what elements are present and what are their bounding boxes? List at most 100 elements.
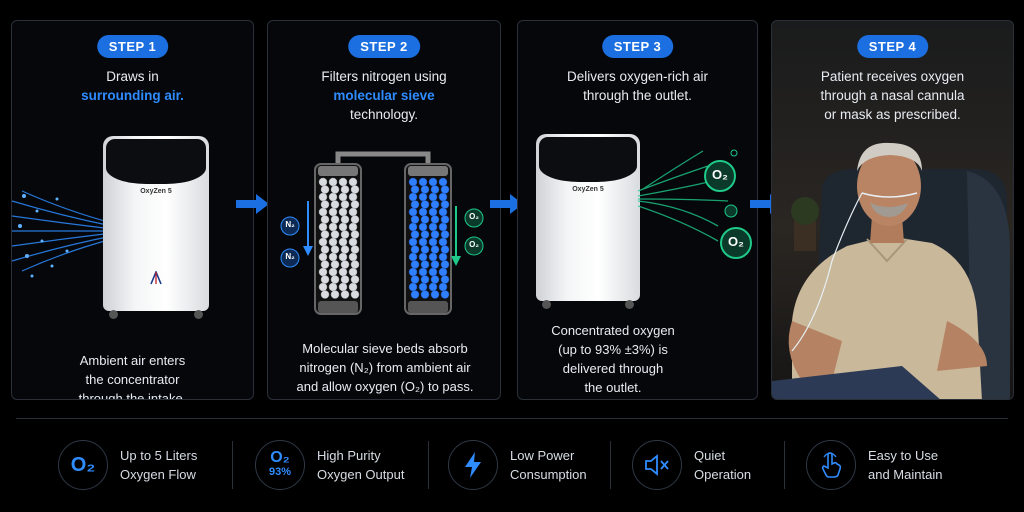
sieve-pellet: [318, 207, 328, 217]
sieve-pellet: [408, 237, 418, 247]
sieve-pellet: [408, 282, 418, 292]
sieve-pellet: [320, 215, 330, 224]
sieve-pellet: [430, 230, 440, 239]
sieve-pellet: [318, 252, 328, 262]
sieve-pellet: [348, 192, 358, 202]
sieve-pellet: [438, 207, 448, 217]
sieve-pellet: [348, 177, 358, 187]
sieve-pellet: [328, 192, 338, 202]
sieve-pellet: [328, 222, 338, 232]
sieve-pellet: [338, 282, 348, 292]
sieve-pellet: [338, 252, 348, 262]
sieve-pellet: [338, 267, 348, 277]
sieve-pellet: [418, 207, 428, 217]
sieve-pellet: [338, 237, 348, 247]
sieve-pellet: [430, 185, 440, 194]
sieve-pellet: [428, 267, 438, 277]
sieve-pellet: [440, 260, 450, 269]
sieve-pellet: [410, 260, 420, 269]
flow-arrow-icon: [236, 194, 269, 214]
feature-line: Operation: [694, 467, 752, 482]
step-3-description: Delivers oxygen-rich air through the out…: [526, 67, 749, 105]
feature-separator: [610, 441, 611, 489]
feature-low-power: Low Power Consumption: [448, 438, 608, 492]
sieve-pellet: [438, 237, 448, 247]
sieve-pellet: [350, 245, 360, 254]
o2-glyph: O₂: [70, 453, 96, 476]
sieve-pellet: [438, 252, 448, 262]
sieve-pellet: [410, 290, 420, 299]
sieve-pellet: [350, 200, 360, 209]
step-1-card: STEP 1 Draws in surrounding air. OxyZen …: [11, 20, 254, 400]
sieve-pellet: [350, 290, 360, 299]
molecular-sieve-illustration: [280, 151, 484, 315]
sieve-pellet: [440, 230, 450, 239]
sieve-pellet: [340, 230, 350, 239]
feature-line: Oxygen Flow: [120, 467, 196, 482]
step-4-card: STEP 4 Patient receives oxygen through a…: [771, 20, 1014, 400]
foot-line: Ambient air enters: [79, 353, 186, 368]
sieve-pellet: [328, 177, 338, 187]
feature-line: High Purity: [317, 448, 381, 463]
sieve-pellet: [428, 177, 438, 187]
sieve-pellet: [340, 260, 350, 269]
device-control-panel: [539, 137, 637, 182]
sieve-pellet: [420, 230, 430, 239]
sieve-pellet: [350, 260, 360, 269]
oxygen-molecule-label: O₂: [469, 240, 479, 249]
sieve-pellet: [428, 222, 438, 232]
flow-arrow-icon: [490, 194, 523, 214]
feature-line: Quiet: [694, 448, 726, 463]
sieve-pellet: [320, 260, 330, 269]
sieve-pellet: [320, 290, 330, 299]
sieve-pellet: [338, 177, 348, 187]
o2-purity-icon: O₂ 93%: [255, 440, 305, 490]
sieve-pellet: [348, 222, 358, 232]
feature-text: High Purity Oxygen Output: [317, 446, 404, 484]
sieve-pellet: [408, 222, 418, 232]
sieve-pellet: [430, 260, 440, 269]
device-brand-label: OxyZen 5: [572, 186, 604, 193]
step-4-desc-line: Patient receives oxygen: [820, 69, 965, 84]
sieve-pellet: [438, 192, 448, 202]
sieve-pellet: [420, 275, 430, 284]
sieve-pellet: [420, 200, 430, 209]
feature-line: Up to 5 Liters: [120, 448, 198, 463]
step-4-desc-line: or mask as prescribed.: [824, 107, 961, 122]
sieve-pellet: [410, 230, 420, 239]
sieve-pellet: [340, 215, 350, 224]
feature-oxygen-flow: O₂ Up to 5 Liters Oxygen Flow: [58, 438, 218, 492]
sieve-pellet: [318, 267, 328, 277]
sieve-pellet: [440, 200, 450, 209]
sieve-pellet: [328, 207, 338, 217]
sieve-pellet: [338, 222, 348, 232]
oxygen-molecule-label: O₂: [469, 212, 479, 221]
step-2-card: STEP 2 Filters nitrogen using molecular …: [267, 20, 501, 400]
step-3-label: STEP 3: [601, 35, 674, 58]
step-2-desc-line: technology.: [349, 107, 419, 122]
sieve-pellet: [418, 222, 428, 232]
sieve-pellet: [340, 200, 350, 209]
sieve-pellet: [328, 282, 338, 292]
sieve-pellet: [348, 207, 358, 217]
foot-line: the concentrator: [85, 372, 180, 387]
step-1-desc-line: Draws in: [106, 69, 159, 84]
sieve-pellet: [330, 275, 340, 284]
sieve-pellet: [318, 222, 328, 232]
step-2-desc-line: Filters nitrogen using: [321, 69, 447, 84]
oxygen-molecule-label: O₂: [728, 234, 744, 249]
sieve-pellet: [338, 207, 348, 217]
sieve-pellet: [428, 282, 438, 292]
sieve-pellet: [418, 267, 428, 277]
sieve-pellet: [410, 215, 420, 224]
step-1-label: STEP 1: [96, 35, 169, 58]
step-2-footnote: Molecular sieve beds absorb nitrogen (N₂…: [280, 339, 490, 396]
sieve-pellet: [418, 252, 428, 262]
sieve-pellet: [320, 200, 330, 209]
sieve-pellet: [348, 252, 358, 262]
sieve-pellet: [318, 192, 328, 202]
step-2-description: Filters nitrogen using molecular sieve t…: [276, 67, 492, 124]
sieve-pellet: [330, 215, 340, 224]
sieve-pellet: [410, 200, 420, 209]
sieve-pellet: [410, 185, 420, 194]
